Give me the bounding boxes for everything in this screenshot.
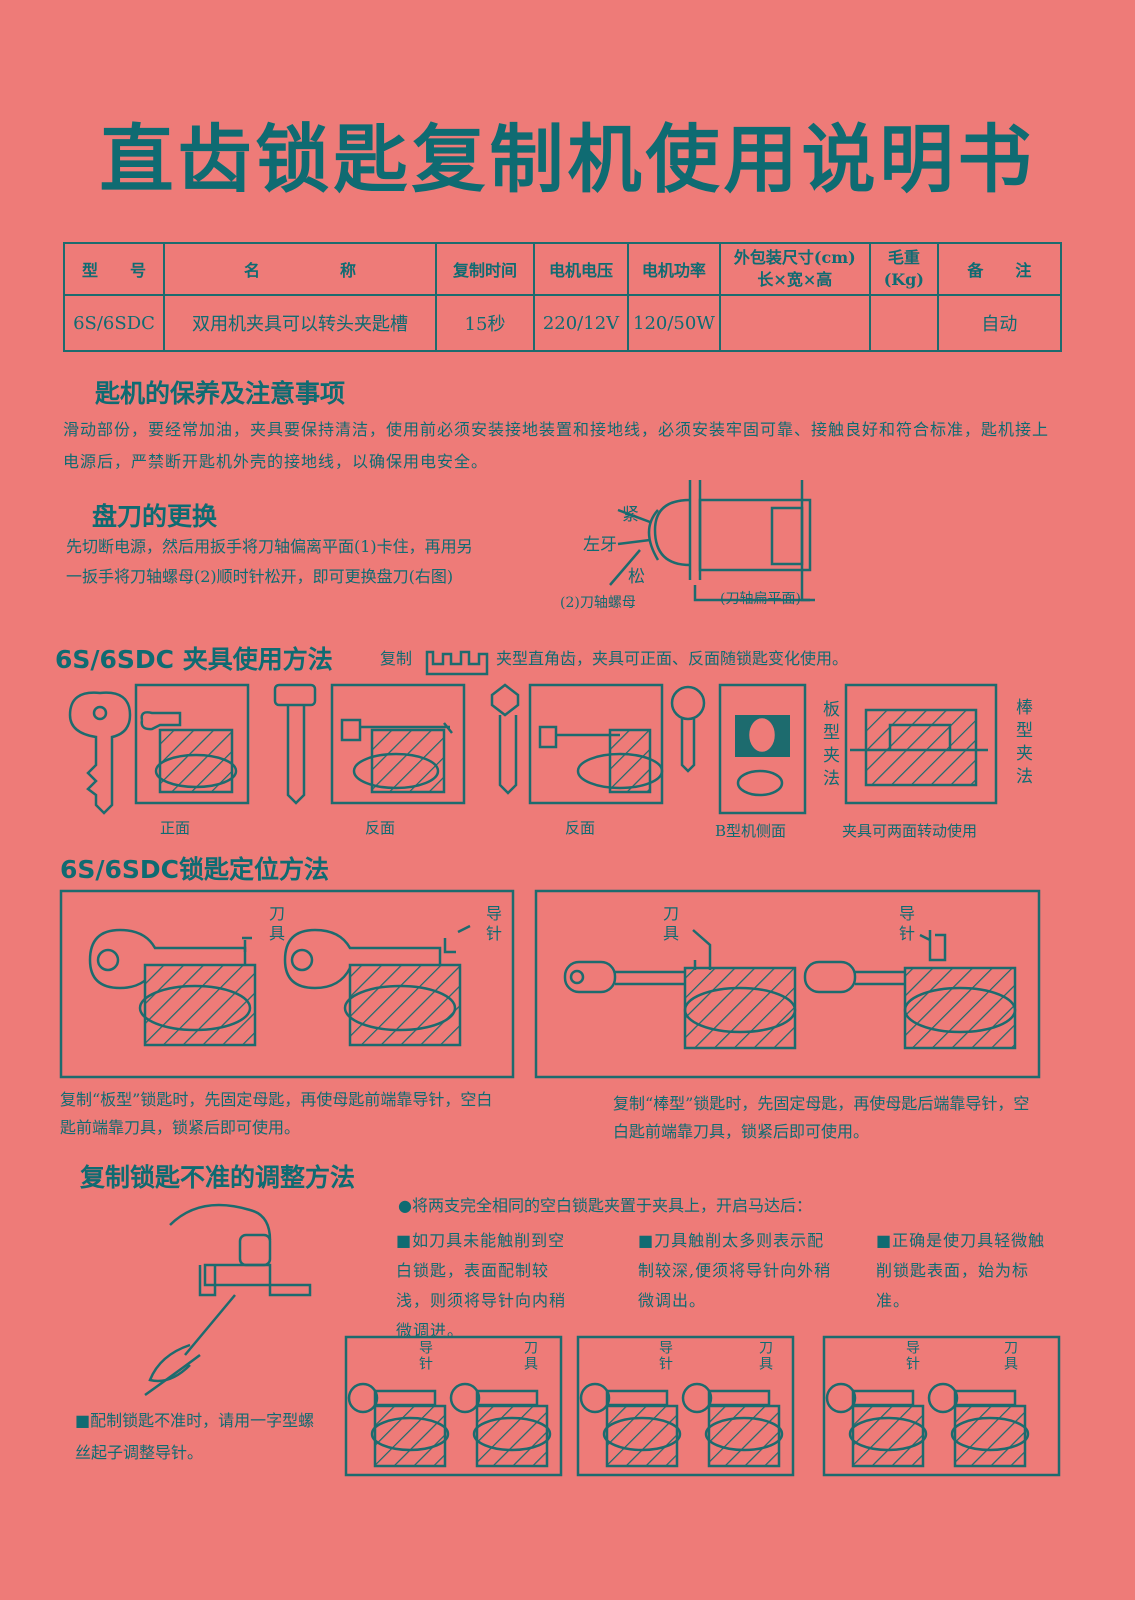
label-plate-clamp: 板型夹法	[819, 700, 839, 792]
cell-package-size	[718, 294, 871, 352]
header-weight-line1: 毛重	[887, 248, 920, 267]
cell-model: 6S/6SDC	[63, 294, 165, 352]
caption-front: 正面	[160, 819, 191, 837]
rod-key-instructions: 复制“棒型”锁匙时，先固定母匙，再使母匙后端靠导针，空白匙前端靠刀具，锁紧后即可…	[613, 1094, 1030, 1141]
caption-two-sided: 夹具可两面转动使用	[842, 822, 978, 840]
screwdriver-illustration	[144, 1203, 312, 1397]
label-nut: (2)刀轴螺母	[560, 595, 636, 611]
adjust-guide-3: 导针	[904, 1340, 920, 1372]
adjust-heading: 复制锁匙不准的调整方法	[80, 1163, 356, 1192]
cell-power: 120/50W	[627, 294, 721, 352]
adjust-intro: ●将两支完全相同的空白锁匙夹置于夹具上，开启马达后：	[398, 1196, 812, 1215]
spec-table: 型 号 名 称 复制时间 电机电压 电机功率 外包装尺寸(cm) 长×宽×高 毛…	[63, 242, 1063, 352]
blade-diagram	[609, 480, 815, 602]
label-flat: (刀轴扁平面)	[720, 591, 801, 607]
clamp-heading: 6S/6SDC 夹具使用方法	[55, 645, 333, 674]
page-title: 直齿锁匙复制机使用说明书	[99, 117, 1036, 203]
adjust-case-correct: ■正确是使刀具轻微触削锁匙表面，始为标准。	[876, 1231, 1046, 1310]
screw-adjust-note: ■配制锁匙不准时，请用一字型螺丝起子调整导针。	[75, 1411, 315, 1462]
adjust-case-deep: ■刀具触削太多则表示配制较深,便须将导针向外稍微调出。	[638, 1231, 832, 1310]
adjust-diagrams	[344, 1335, 1061, 1477]
caption-b-type-side: B型机侧面	[715, 822, 787, 840]
header-remarks: 备 注	[936, 242, 1063, 296]
cell-remarks: 自动	[936, 294, 1063, 352]
adjust-diagram-shallow	[344, 1335, 563, 1477]
table-row: 6S/6SDC 双用机夹具可以转头夹匙槽 15秒 220/12V 120/50W…	[63, 294, 1063, 352]
cell-voltage: 220/12V	[533, 294, 629, 352]
clamp-note-prefix: 复制	[380, 649, 413, 668]
caption-back-2: 反面	[565, 819, 596, 837]
header-package-size-line1: 外包装尺寸(cm)	[733, 248, 856, 267]
maintenance-text: 滑动部份，要经常加油，夹具要保持清洁，使用前必须安装接地装置和接地线，必须安装牢…	[63, 420, 1050, 471]
plate-key-instructions: 复制“板型”锁匙时，先固定母匙，再使母匙前端靠导针，空白匙前端靠刀具，锁紧后即可…	[60, 1090, 493, 1137]
adjust-cutter-3: 刀具	[1002, 1340, 1018, 1372]
header-power: 电机功率	[627, 242, 721, 296]
header-voltage: 电机电压	[533, 242, 629, 296]
label-plate-guide: 导针	[483, 905, 502, 945]
adjust-guide-2: 导针	[657, 1340, 673, 1372]
label-left-thread: 左牙	[583, 535, 617, 555]
maintenance-heading: 匙机的保养及注意事项	[95, 379, 346, 408]
cell-weight	[868, 294, 939, 352]
adjust-diagram-deep	[576, 1335, 795, 1477]
header-name: 名 称	[163, 242, 437, 296]
adjust-case-shallow: ■如刀具未能触削到空白锁匙，表面配制较浅，则须将导针向内稍微调进。	[396, 1231, 567, 1340]
label-plate-cutter: 刀具	[266, 905, 285, 945]
cell-copy-time: 15秒	[435, 294, 535, 352]
header-package-size: 外包装尺寸(cm) 长×宽×高	[718, 242, 871, 296]
cell-name: 双用机夹具可以转头夹匙槽	[163, 294, 437, 352]
adjust-cutter-2: 刀具	[757, 1340, 773, 1372]
header-model: 型 号	[63, 242, 165, 296]
rod-key-positioning-diagram	[534, 889, 1041, 1079]
adjust-diagram-correct	[822, 1335, 1061, 1477]
label-rod-guide: 导针	[896, 905, 915, 945]
label-rod-clamp: 棒型夹法	[1012, 698, 1032, 790]
header-package-size-line2: 长×宽×高	[757, 270, 833, 289]
label-tight: 紧	[622, 505, 639, 525]
caption-back-1: 反面	[365, 819, 396, 837]
right-angle-tooth-icon	[425, 650, 489, 676]
header-copy-time: 复制时间	[435, 242, 535, 296]
blade-text: 先切断电源，然后用扳手将刀轴偏离平面(1)卡住，再用另一扳手将刀轴螺母(2)顺时…	[66, 537, 473, 586]
header-weight: 毛重 (Kg)	[868, 242, 939, 296]
clamp-note-suffix: 夹型直角齿，夹具可正面、反面随锁匙变化使用。	[496, 649, 849, 668]
table-header-row: 型 号 名 称 复制时间 电机电压 电机功率 外包装尺寸(cm) 长×宽×高 毛…	[63, 242, 1063, 296]
blade-heading: 盘刀的更换	[92, 502, 218, 531]
adjust-guide-1: 导针	[417, 1340, 433, 1372]
clamp-diagrams	[68, 683, 998, 815]
label-rod-cutter: 刀具	[660, 905, 679, 945]
label-loose: 松	[628, 567, 645, 587]
header-weight-line2: (Kg)	[883, 270, 924, 289]
plate-key-positioning-diagram	[59, 889, 515, 1079]
positioning-heading: 6S/6SDC锁匙定位方法	[60, 855, 330, 884]
adjust-cutter-1: 刀具	[522, 1340, 538, 1372]
